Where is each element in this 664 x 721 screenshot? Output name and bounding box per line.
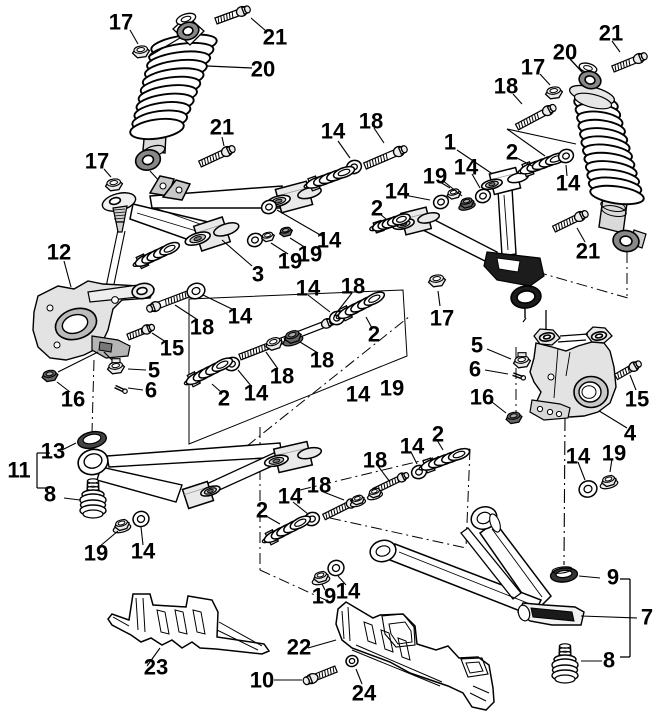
svg-text:18: 18: [310, 348, 334, 373]
svg-text:18: 18: [190, 315, 214, 340]
svg-text:2: 2: [506, 140, 518, 165]
svg-text:11: 11: [7, 458, 30, 483]
svg-text:19: 19: [312, 584, 336, 609]
svg-text:14: 14: [131, 539, 156, 564]
svg-text:10: 10: [250, 668, 274, 693]
svg-text:3: 3: [252, 262, 264, 287]
svg-text:17: 17: [521, 55, 545, 80]
svg-text:19: 19: [380, 376, 404, 401]
svg-text:18: 18: [307, 473, 331, 498]
svg-text:14: 14: [400, 434, 425, 459]
svg-text:21: 21: [599, 21, 623, 46]
svg-text:2: 2: [432, 422, 444, 447]
svg-text:13: 13: [41, 439, 65, 464]
svg-text:14: 14: [385, 179, 410, 204]
svg-text:2: 2: [371, 196, 383, 221]
svg-text:23: 23: [144, 655, 168, 680]
svg-text:15: 15: [160, 336, 184, 361]
svg-text:14: 14: [278, 484, 303, 509]
svg-text:14: 14: [321, 119, 346, 144]
svg-text:2: 2: [218, 386, 230, 411]
svg-text:18: 18: [363, 448, 387, 473]
svg-text:19: 19: [278, 249, 302, 274]
svg-text:14: 14: [346, 382, 371, 407]
svg-text:15: 15: [625, 387, 649, 412]
svg-text:14: 14: [566, 444, 591, 469]
svg-text:20: 20: [251, 57, 275, 82]
svg-text:20: 20: [553, 40, 577, 65]
svg-text:5: 5: [148, 358, 160, 383]
svg-text:12: 12: [47, 240, 71, 265]
svg-text:18: 18: [359, 109, 383, 134]
svg-text:19: 19: [423, 164, 447, 189]
svg-text:19: 19: [84, 541, 108, 566]
svg-text:19: 19: [298, 242, 322, 267]
svg-text:14: 14: [244, 381, 269, 406]
svg-text:8: 8: [603, 648, 615, 673]
svg-text:18: 18: [494, 74, 518, 99]
svg-text:6: 6: [145, 378, 157, 403]
svg-text:14: 14: [556, 171, 581, 196]
svg-text:18: 18: [341, 274, 365, 299]
svg-text:1: 1: [444, 130, 456, 155]
svg-text:24: 24: [352, 681, 377, 706]
svg-text:16: 16: [470, 385, 494, 410]
svg-text:18: 18: [270, 364, 294, 389]
svg-text:17: 17: [109, 10, 133, 35]
svg-text:14: 14: [454, 155, 479, 180]
svg-text:14: 14: [228, 304, 253, 329]
svg-text:22: 22: [287, 635, 311, 660]
svg-text:2: 2: [256, 498, 268, 523]
svg-text:21: 21: [210, 115, 234, 140]
svg-text:17: 17: [85, 149, 109, 174]
svg-text:16: 16: [61, 387, 85, 412]
svg-text:5: 5: [471, 333, 483, 358]
svg-text:4: 4: [624, 421, 637, 446]
svg-text:21: 21: [263, 25, 287, 50]
svg-text:14: 14: [317, 228, 342, 253]
svg-text:14: 14: [336, 579, 361, 604]
svg-text:19: 19: [602, 441, 626, 466]
svg-text:2: 2: [368, 322, 380, 347]
svg-text:14: 14: [296, 276, 321, 301]
svg-text:17: 17: [430, 306, 454, 331]
svg-text:6: 6: [469, 357, 481, 382]
svg-text:21: 21: [576, 239, 600, 264]
svg-text:7: 7: [641, 605, 653, 630]
svg-text:8: 8: [44, 482, 56, 507]
svg-text:9: 9: [607, 565, 619, 590]
